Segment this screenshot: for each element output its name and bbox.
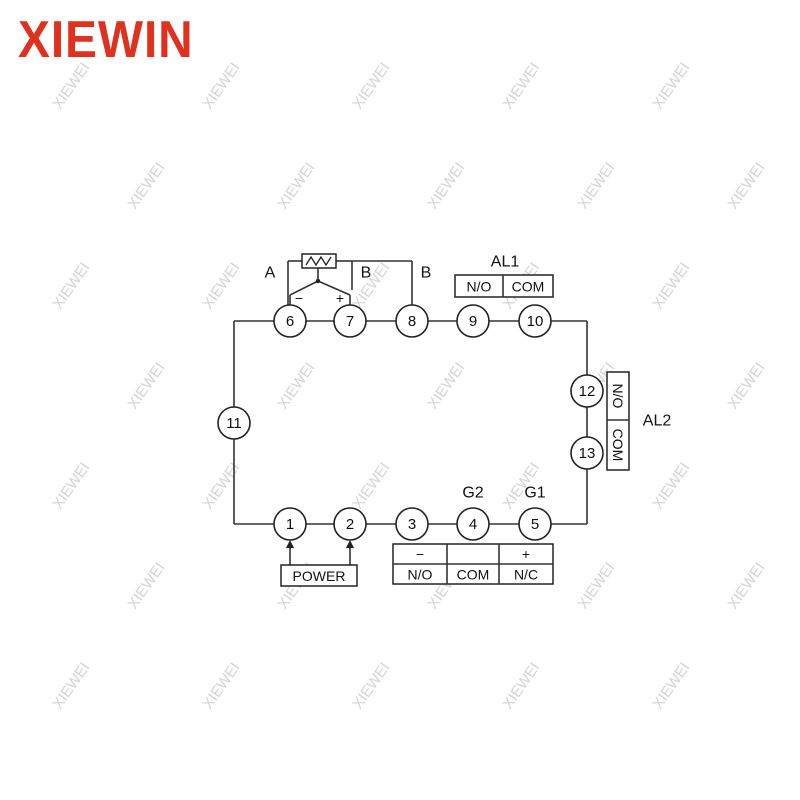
watermark-text: XIEWEI	[574, 160, 618, 213]
terminal-9-number: 9	[469, 313, 477, 330]
watermark-text: XIEWEI	[724, 560, 768, 613]
watermark-text: XIEWEI	[49, 460, 93, 513]
terminal-2-number: 2	[346, 516, 354, 533]
terminal-11: 11	[217, 406, 251, 440]
terminal-9: 9	[456, 304, 490, 338]
watermark-text: XIEWEI	[424, 160, 468, 213]
al2-contact-box: N/O COM	[606, 371, 630, 471]
al1-com-label: COM	[512, 279, 545, 295]
output-nc-label: N/C	[514, 567, 538, 583]
watermark-text: XIEWEI	[124, 560, 168, 613]
watermark-text: XIEWEI	[124, 160, 168, 213]
terminal-10-number: 10	[527, 313, 544, 330]
watermark-text: XIEWEI	[649, 60, 693, 113]
watermark-text: XIEWEI	[274, 160, 318, 213]
terminal-4: 4	[456, 507, 490, 541]
watermark-text: XIEWEI	[724, 360, 768, 413]
terminal-5-number: 5	[531, 516, 539, 533]
power-label: POWER	[293, 568, 346, 584]
watermark-text: XIEWEI	[649, 260, 693, 313]
watermark-text: XIEWEI	[349, 460, 393, 513]
terminal-1: 1	[273, 507, 307, 541]
rtd-sensor-symbol	[301, 253, 337, 284]
terminal-12-number: 12	[579, 383, 596, 400]
al1-contact-box: N/O COM	[454, 274, 554, 298]
watermark-text: XIEWEI	[349, 60, 393, 113]
watermark-text: XIEWEI	[499, 60, 543, 113]
power-box: POWER	[280, 564, 358, 587]
g1-label: G1	[524, 485, 545, 502]
al1-no-label: N/O	[467, 279, 492, 295]
rtd-label-b1: B	[361, 265, 372, 282]
terminal-8: 8	[395, 304, 429, 338]
rtd-label-a: A	[265, 265, 276, 282]
g2-label: G2	[462, 485, 483, 502]
terminal-8-number: 8	[408, 313, 416, 330]
terminal-12: 12	[570, 374, 604, 408]
terminal-6: 6	[273, 304, 307, 338]
terminal-13: 13	[570, 436, 604, 470]
terminal-3-number: 3	[408, 516, 416, 533]
terminal-6-number: 6	[286, 313, 294, 330]
terminal-1-number: 1	[286, 516, 294, 533]
output-minus-sign: −	[416, 546, 424, 562]
watermark-text: XIEWEI	[124, 360, 168, 413]
watermark-text: XIEWEI	[574, 560, 618, 613]
watermark-text: XIEWEI	[49, 660, 93, 713]
brand-logo: XIEWIN	[18, 11, 194, 69]
watermark-text: XIEWEI	[724, 160, 768, 213]
terminal-11-number: 11	[226, 415, 242, 432]
watermark-text: XIEWEI	[274, 360, 318, 413]
output-com-label: COM	[457, 567, 490, 583]
terminal-5: 5	[518, 507, 552, 541]
watermark-text: XIEWEI	[349, 260, 393, 313]
tc-plus-sign: +	[336, 290, 344, 306]
watermark-text: XIEWEI	[199, 60, 243, 113]
terminal-7-number: 7	[346, 313, 354, 330]
watermark-layer: XIEWEI XIEWEI XIEWEI XIEWEI XIEWEI XIEWEI XIEW…	[49, 60, 768, 713]
output-no-label: N/O	[408, 567, 433, 583]
terminal-7: 7	[333, 304, 367, 338]
terminal-4-number: 4	[469, 516, 477, 533]
output-contact-box: − + N/O COM N/C	[392, 543, 554, 585]
terminal-13-number: 13	[579, 445, 596, 462]
rtd-label-b2: B	[421, 265, 432, 282]
watermark-text: XIEWEI	[199, 260, 243, 313]
terminal-10: 10	[518, 304, 552, 338]
watermark-text: XIEWEI	[424, 360, 468, 413]
watermark-text: XIEWEI	[349, 660, 393, 713]
watermark-text: XIEWEI	[49, 260, 93, 313]
watermark-text: XIEWEI	[199, 460, 243, 513]
watermark-text: XIEWEI	[499, 660, 543, 713]
terminal-2: 2	[333, 507, 367, 541]
watermark-text: XIEWEI	[649, 460, 693, 513]
al1-label: AL1	[491, 254, 520, 271]
output-plus-sign: +	[522, 546, 530, 562]
watermark-text: XIEWEI	[649, 660, 693, 713]
tc-minus-sign: −	[295, 290, 303, 306]
al2-com-label: COM	[610, 429, 626, 462]
watermark-text: XIEWEI	[199, 660, 243, 713]
terminal-3: 3	[395, 507, 429, 541]
al2-label: AL2	[643, 413, 672, 430]
al2-no-label: N/O	[610, 384, 626, 409]
